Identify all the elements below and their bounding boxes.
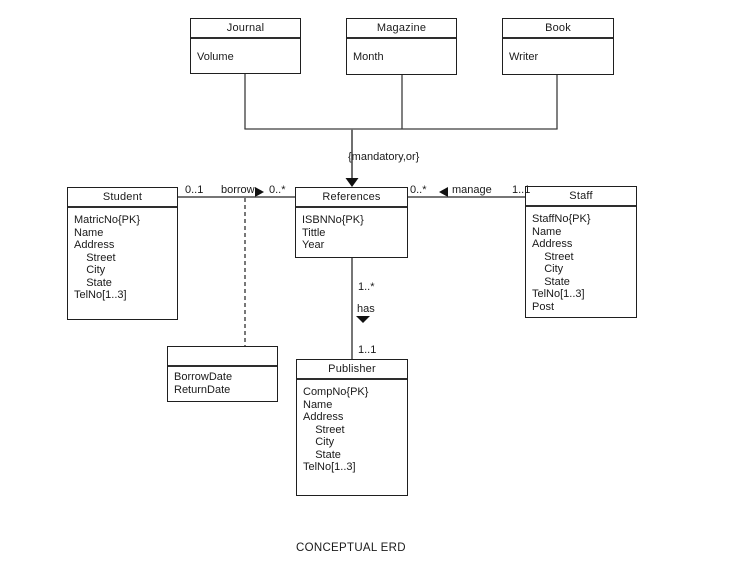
has-bottom-cardinality: 1..1 — [358, 344, 377, 356]
attribute: City — [532, 263, 564, 275]
borrow-direction-arrow-icon — [255, 187, 264, 197]
attribute: Year — [302, 239, 325, 251]
borrow-name-label: borrow — [221, 184, 255, 196]
has-top-cardinality: 1..* — [358, 281, 375, 293]
entity-staff-attributes: StaffNo{PK} Name Address Street City Sta… — [526, 207, 636, 313]
attribute: BorrowDate — [174, 371, 233, 383]
attribute: ReturnDate — [174, 383, 231, 396]
attribute: Month — [353, 51, 384, 63]
attribute: State — [532, 275, 570, 288]
entity-journal-attributes: Volume — [191, 39, 300, 64]
entity-book-attributes: Writer — [503, 39, 613, 64]
entity-student: Student MatricNo{PK} Name Address Street… — [67, 187, 178, 320]
attribute: MatricNo{PK} — [74, 214, 141, 226]
attribute: Volume — [197, 51, 234, 63]
borrow-right-cardinality: 0..* — [269, 184, 286, 196]
attribute: TelNo[1..3] — [303, 461, 356, 473]
attribute: Tittle — [302, 226, 326, 239]
entity-journal: Journal Volume — [190, 18, 301, 74]
entity-journal-title: Journal — [191, 19, 300, 39]
entity-borrow-association-attributes: BorrowDate ReturnDate — [168, 367, 277, 396]
attribute: Address — [303, 411, 344, 423]
entity-book-title: Book — [503, 19, 613, 39]
attribute: Name — [532, 225, 562, 238]
entity-magazine-title: Magazine — [347, 19, 456, 39]
attribute: TelNo[1..3] — [532, 288, 585, 300]
attribute: Name — [74, 226, 104, 239]
attribute: TelNo[1..3] — [74, 289, 127, 301]
attribute: Address — [74, 239, 115, 251]
attribute: ISBNNo{PK} — [302, 214, 364, 226]
has-direction-arrow-icon — [356, 316, 370, 323]
attribute: CompNo{PK} — [303, 386, 369, 398]
manage-direction-arrow-icon — [439, 187, 448, 197]
entity-book: Book Writer — [502, 18, 614, 75]
entity-references-title: References — [296, 188, 407, 208]
attribute: Street — [303, 423, 345, 436]
manage-left-cardinality: 0..* — [410, 184, 427, 196]
manage-name-label: manage — [452, 184, 492, 196]
entity-magazine-attributes: Month — [347, 39, 456, 64]
borrow-left-cardinality: 0..1 — [185, 184, 204, 196]
attribute: Post — [532, 300, 555, 313]
attribute: City — [303, 436, 335, 448]
entity-student-attributes: MatricNo{PK} Name Address Street City St… — [68, 208, 177, 302]
entity-references: References ISBNNo{PK} Tittle Year — [295, 187, 408, 258]
entity-student-title: Student — [68, 188, 177, 208]
attribute: StaffNo{PK} — [532, 213, 591, 225]
entity-borrow-association: BorrowDate ReturnDate — [167, 346, 278, 402]
entity-staff: Staff StaffNo{PK} Name Address Street Ci… — [525, 186, 637, 318]
entity-magazine: Magazine Month — [346, 18, 457, 75]
entity-publisher-title: Publisher — [297, 360, 407, 380]
attribute: City — [74, 264, 106, 276]
attribute: Street — [74, 251, 116, 264]
has-name-label: has — [357, 303, 375, 315]
generalization-constraint-label: {mandatory,or} — [348, 151, 420, 163]
attribute: Street — [532, 250, 574, 263]
entity-publisher-attributes: CompNo{PK} Name Address Street City Stat… — [297, 380, 407, 474]
attribute: Writer — [509, 51, 539, 63]
entity-references-attributes: ISBNNo{PK} Tittle Year — [296, 208, 407, 252]
entity-staff-title: Staff — [526, 187, 636, 207]
manage-right-cardinality: 1..1 — [512, 184, 531, 196]
entity-borrow-association-title — [168, 347, 277, 367]
attribute: Address — [532, 238, 573, 250]
attribute: State — [303, 448, 341, 461]
entity-publisher: Publisher CompNo{PK} Name Address Street… — [296, 359, 408, 496]
attribute: State — [74, 276, 112, 289]
attribute: Name — [303, 398, 333, 411]
generalization-arrow-icon — [345, 178, 359, 187]
diagram-caption: CONCEPTUAL ERD — [296, 542, 406, 554]
